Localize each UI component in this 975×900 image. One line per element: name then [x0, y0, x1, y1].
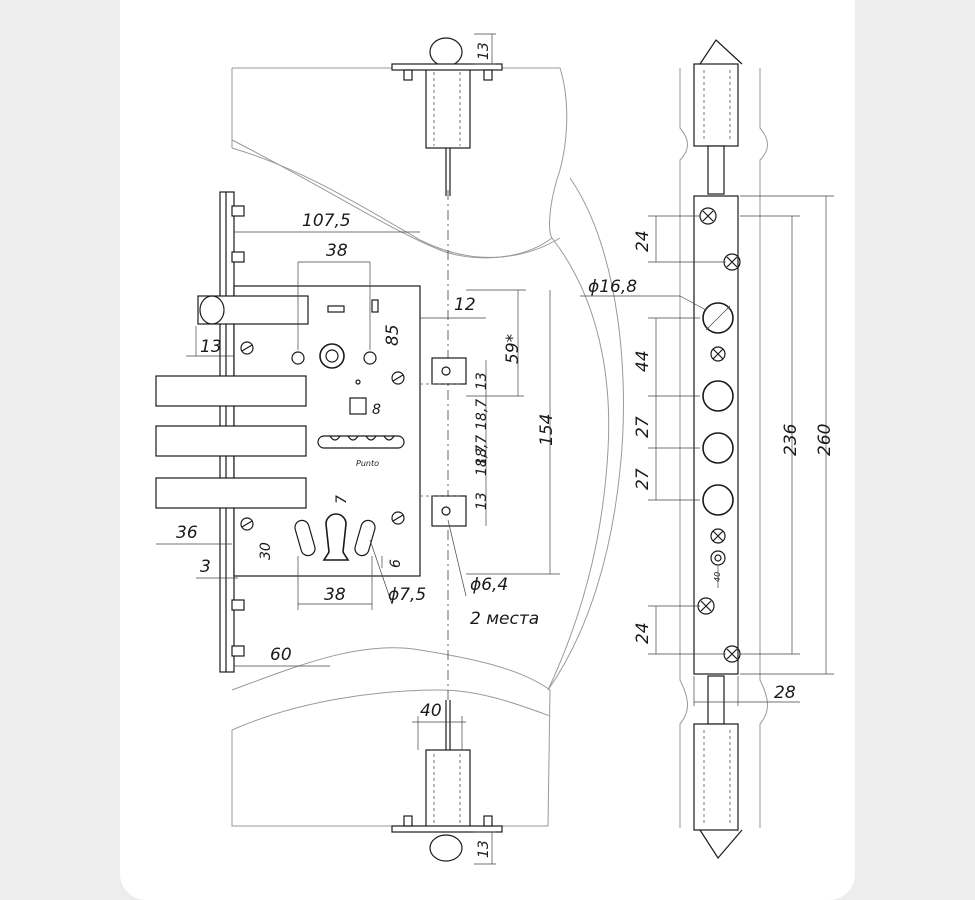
dim-13-b: 13: [474, 492, 490, 510]
bottom-rod-bolt: [391, 700, 503, 865]
dim-38-bottom: 38: [324, 585, 346, 605]
dim-phi-16-8: ϕ16,8: [588, 277, 637, 297]
dim-phi-7-5: ϕ7,5: [388, 585, 426, 605]
dim-phi-6-4: ϕ6,4: [470, 575, 508, 595]
dimension-labels: 107,5 38 12 59* 13 85 13 18,7 18,7 18,7 …: [176, 42, 835, 858]
dim-38-top: 38: [326, 241, 348, 261]
dim-85: 85: [383, 324, 403, 346]
dim-60: 60: [270, 645, 292, 665]
dim-28: 28: [774, 683, 796, 703]
side-view-dimension-lines: [580, 195, 834, 706]
dim-3: 3: [200, 557, 211, 577]
dim-13-left: 13: [200, 337, 222, 357]
dim-13-top-bolt: 13: [476, 42, 492, 60]
rod-connection-tabs: [420, 357, 467, 527]
dim-6: 6: [388, 559, 404, 568]
dim-27-a: 27: [633, 416, 653, 438]
dim-7: 7: [334, 495, 350, 504]
dim-13-bottom-bolt: 13: [476, 840, 492, 858]
dim-27-b: 27: [633, 468, 653, 490]
top-rod-bolt: [391, 33, 503, 196]
dim-18-7-a: 18,7: [474, 399, 490, 430]
dim-107-5: 107,5: [302, 211, 351, 231]
dim-two-places: 2 места: [470, 609, 539, 629]
dim-260: 260: [815, 424, 835, 456]
dim-18-7-b: 18,7: [474, 435, 490, 466]
dim-154: 154: [537, 414, 557, 446]
front-view-dimension-lines: [156, 231, 560, 667]
dim-24-bottom: 24: [633, 622, 653, 644]
side-view: [580, 39, 834, 860]
dim-13-a: 13: [474, 372, 490, 390]
dim-59: 59*: [503, 334, 523, 364]
door-leaf-outline: [231, 67, 624, 827]
dim-18-7-c: 18,7: [474, 445, 490, 476]
dim-44: 44: [633, 350, 653, 372]
dim-30: 30: [258, 542, 274, 560]
dim-40-small: 40: [713, 572, 722, 582]
side-view-holes: [697, 207, 741, 663]
brand-mark: Punto: [356, 459, 379, 468]
dim-12: 12: [454, 295, 476, 315]
face-plate-screws: [231, 205, 245, 657]
dim-40: 40: [420, 701, 442, 721]
dim-24-top: 24: [633, 230, 653, 252]
dim-236: 236: [781, 423, 801, 456]
dim-8: 8: [372, 402, 381, 418]
dim-36: 36: [176, 523, 198, 543]
lock-body: [155, 285, 421, 577]
